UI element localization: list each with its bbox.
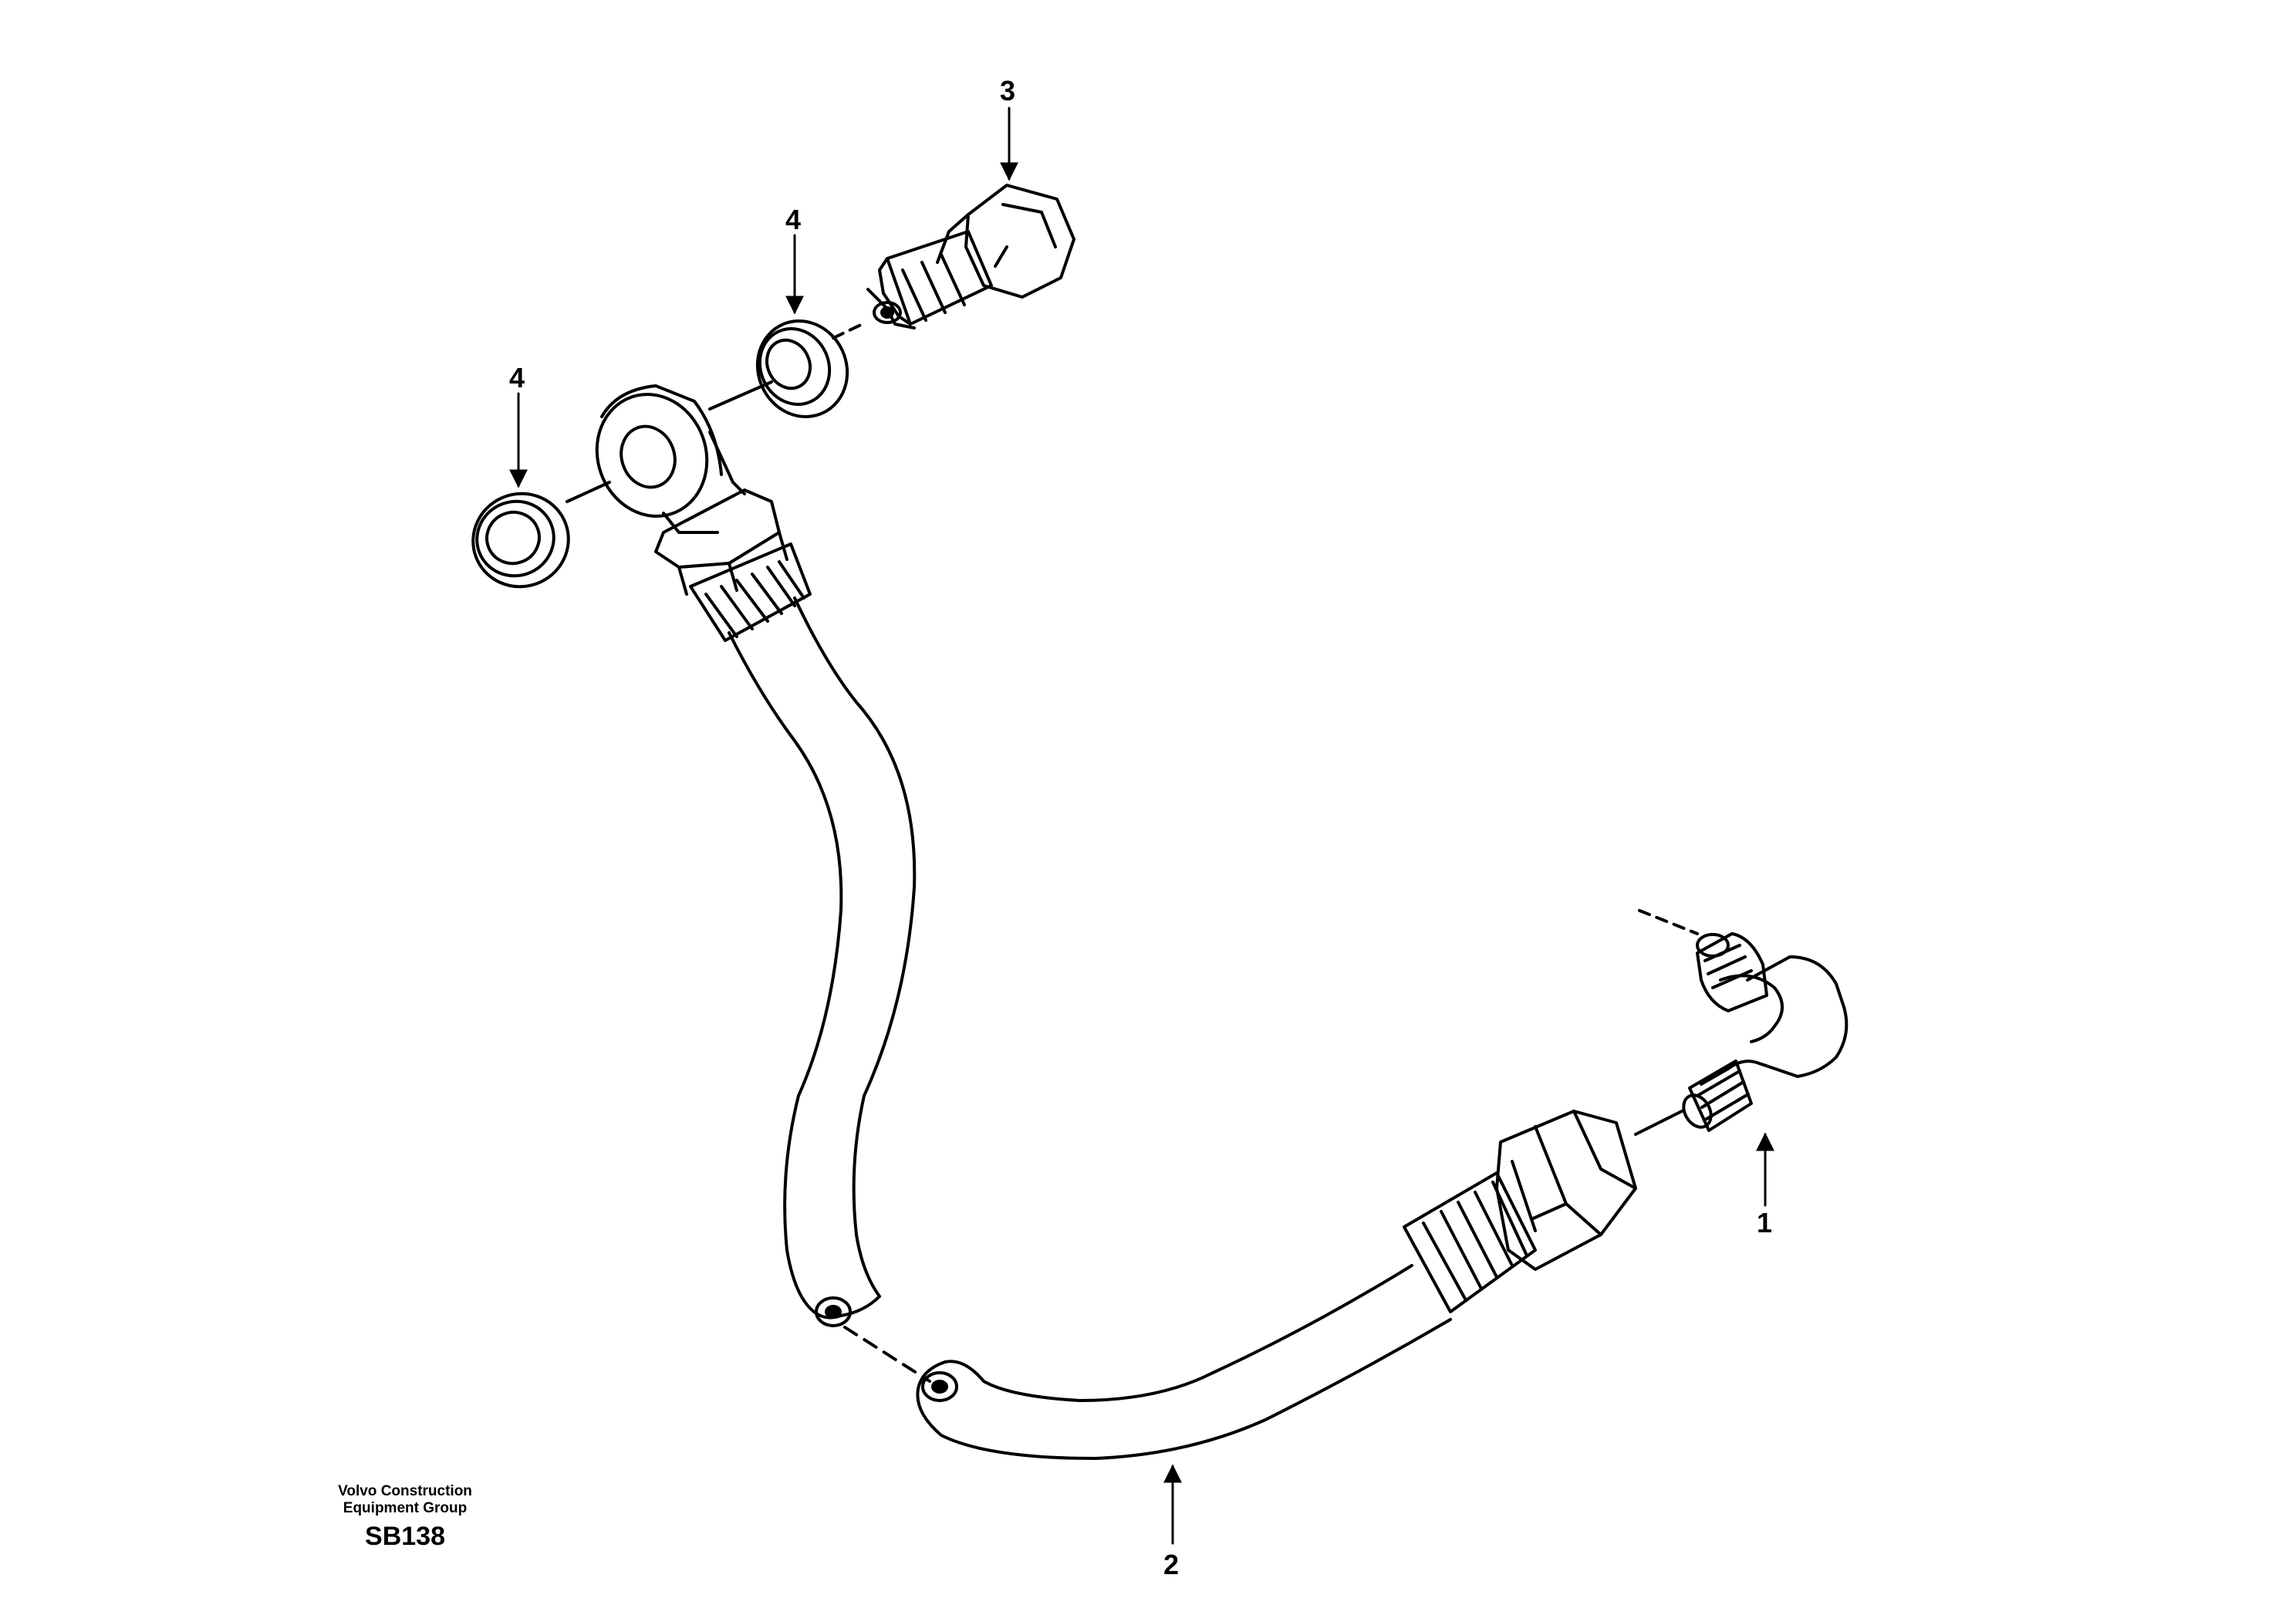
- hose-break-line: [843, 1326, 931, 1383]
- banjo-eye-fitting: [595, 384, 812, 642]
- callout-label-1: 1: [1757, 1207, 1773, 1238]
- assembly-line-elbow-top: [1638, 909, 1699, 935]
- assembly-line-elbow: [1634, 1110, 1683, 1136]
- diagram-code: SB138: [365, 1522, 445, 1551]
- washer-upper: [755, 319, 849, 418]
- company-name-line1: Volvo Construction: [338, 1483, 472, 1499]
- company-name-line2: Equipment Group: [343, 1500, 468, 1516]
- hose-lower: [916, 1264, 1452, 1460]
- banjo-bolt: [866, 184, 1075, 329]
- assembly-line-lower-washer: [566, 481, 611, 503]
- elbow-fitting: [1682, 932, 1849, 1132]
- washer-lower: [471, 492, 570, 589]
- callout-label-4-upper: 4: [785, 204, 802, 235]
- callout-label-3: 3: [1000, 75, 1016, 106]
- assembly-line-washer: [708, 380, 773, 411]
- hose-upper: [728, 596, 917, 1327]
- straight-fitting: [1403, 1110, 1637, 1313]
- callout-label-4-lower: 4: [509, 362, 525, 394]
- callout-label-2: 2: [1163, 1549, 1180, 1580]
- assembly-line-bolt: [832, 323, 864, 340]
